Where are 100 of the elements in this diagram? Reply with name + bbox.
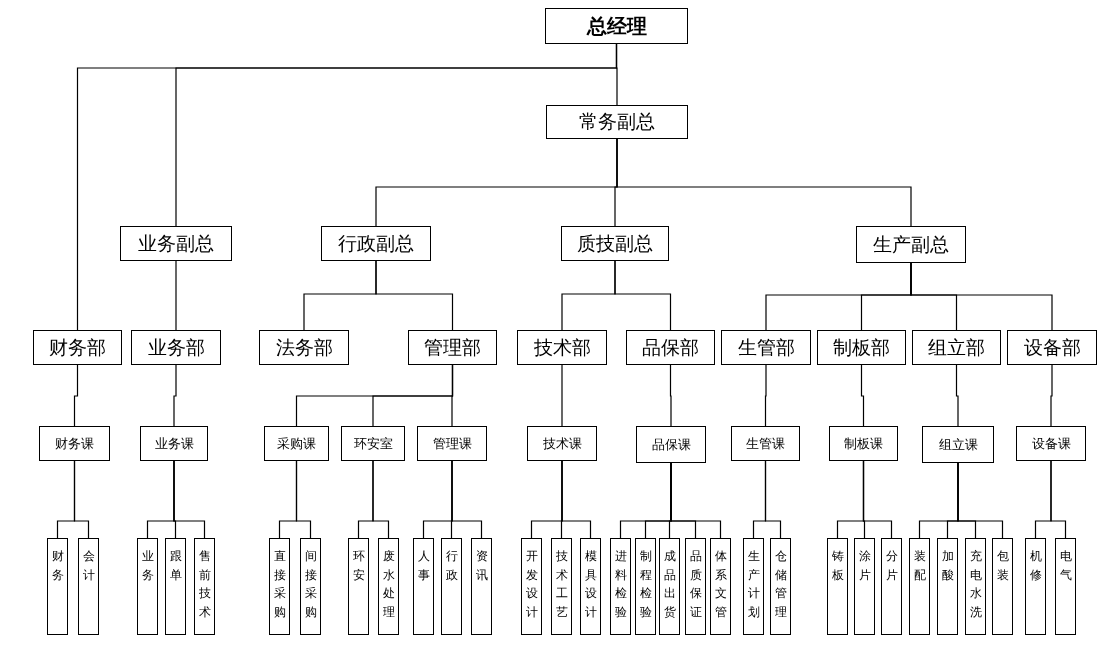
connector-line — [1050, 460, 1067, 539]
unit-name: 技术工艺 — [555, 548, 568, 621]
team-box — [137, 538, 158, 635]
connector-line — [451, 364, 454, 427]
team-box — [854, 538, 875, 635]
unit-name: 法务部 — [275, 334, 333, 360]
connector-line — [955, 364, 959, 427]
unit-name: 品保课 — [651, 435, 691, 454]
unit-name: 设备课 — [1031, 434, 1071, 453]
team-box — [685, 538, 706, 635]
team-box — [965, 538, 986, 635]
unit-name: 环安 — [352, 548, 365, 584]
team-box — [610, 538, 631, 635]
connector-line — [73, 460, 90, 539]
unit-name: 技术部 — [533, 334, 591, 360]
org-unit-box — [545, 8, 688, 44]
org-unit-box — [408, 330, 497, 365]
team-box — [300, 538, 321, 635]
unit-name: 废水处理 — [382, 548, 395, 621]
unit-name: 人事 — [417, 548, 430, 584]
org-unit-box — [264, 426, 329, 461]
unit-name: 电气 — [1059, 548, 1072, 584]
unit-name: 采购课 — [277, 434, 316, 453]
unit-name: 常务副总 — [579, 109, 655, 134]
connector-line — [614, 260, 672, 331]
unit-name: 设备部 — [1023, 334, 1081, 360]
unit-name: 制板课 — [844, 434, 883, 453]
team-box — [551, 538, 572, 635]
unit-name: 制程检验 — [639, 548, 652, 621]
unit-name: 品保部 — [642, 334, 699, 360]
unit-name: 装配 — [913, 548, 926, 584]
connector-line — [561, 460, 592, 539]
team-box — [743, 538, 764, 635]
team-box — [909, 538, 930, 635]
connector-line — [862, 460, 893, 539]
unit-name: 行政 — [445, 548, 458, 584]
unit-name: 生管部 — [737, 334, 795, 360]
team-box — [471, 538, 492, 635]
unit-name: 资讯 — [475, 548, 488, 584]
team-box — [937, 538, 958, 635]
unit-name: 跟单 — [169, 548, 182, 584]
org-unit-box — [341, 426, 405, 461]
org-unit-box — [39, 426, 110, 461]
org-unit-box — [856, 226, 966, 263]
team-box — [441, 538, 462, 635]
unit-name: 生产计划 — [747, 548, 760, 621]
org-unit-box — [120, 226, 232, 261]
team-box — [1025, 538, 1046, 635]
connector-line — [173, 460, 206, 539]
connector-line — [910, 262, 1053, 331]
org-unit-box — [636, 426, 706, 463]
org-unit-box — [1007, 330, 1097, 365]
org-unit-box — [546, 105, 688, 139]
unit-name: 业务副总 — [138, 230, 214, 256]
connector-line — [173, 364, 177, 427]
unit-name: 质技副总 — [577, 230, 653, 256]
org-unit-box — [33, 330, 122, 365]
unit-name: 制板部 — [833, 334, 890, 360]
unit-name: 环安室 — [353, 434, 393, 453]
connector-line — [73, 364, 79, 427]
team-box — [827, 538, 848, 635]
connector-line — [372, 460, 390, 539]
unit-name: 财务课 — [55, 434, 94, 453]
org-unit-box — [321, 226, 431, 261]
unit-name: 组立部 — [928, 334, 985, 360]
connector-line — [957, 462, 1004, 539]
org-unit-box — [912, 330, 1001, 365]
unit-name: 财务 — [51, 548, 64, 584]
unit-name: 技术课 — [542, 434, 582, 453]
unit-name: 售前技术 — [198, 548, 211, 621]
unit-name: 生产副总 — [873, 231, 949, 257]
connector-line — [175, 43, 618, 227]
unit-name: 成品出货 — [663, 548, 676, 621]
unit-name: 组立课 — [938, 435, 978, 454]
team-box — [47, 538, 68, 635]
team-box — [881, 538, 902, 635]
team-box — [1055, 538, 1076, 635]
connector-line — [561, 364, 563, 427]
unit-name: 管理部 — [424, 334, 481, 360]
connector-line — [616, 138, 912, 227]
org-unit-box — [817, 330, 906, 365]
connector-line — [295, 460, 312, 539]
org-unit-box — [626, 330, 715, 365]
org-unit-box — [140, 426, 208, 461]
org-unit-box — [131, 330, 221, 365]
org-unit-box — [561, 226, 669, 261]
org-unit-box — [517, 330, 607, 365]
org-unit-box — [1016, 426, 1086, 461]
team-box — [659, 538, 680, 635]
team-box — [770, 538, 791, 635]
unit-name: 进料检验 — [614, 548, 627, 621]
unit-name: 总经理 — [586, 12, 647, 40]
unit-name: 品质保证 — [689, 548, 702, 621]
org-unit-box — [259, 330, 349, 365]
unit-name: 模具设计 — [584, 548, 597, 621]
org-unit-box — [829, 426, 898, 461]
connector-line — [860, 364, 865, 427]
unit-name: 生管课 — [746, 434, 785, 453]
connector-line — [764, 364, 767, 427]
unit-name: 充电水洗 — [969, 548, 982, 621]
